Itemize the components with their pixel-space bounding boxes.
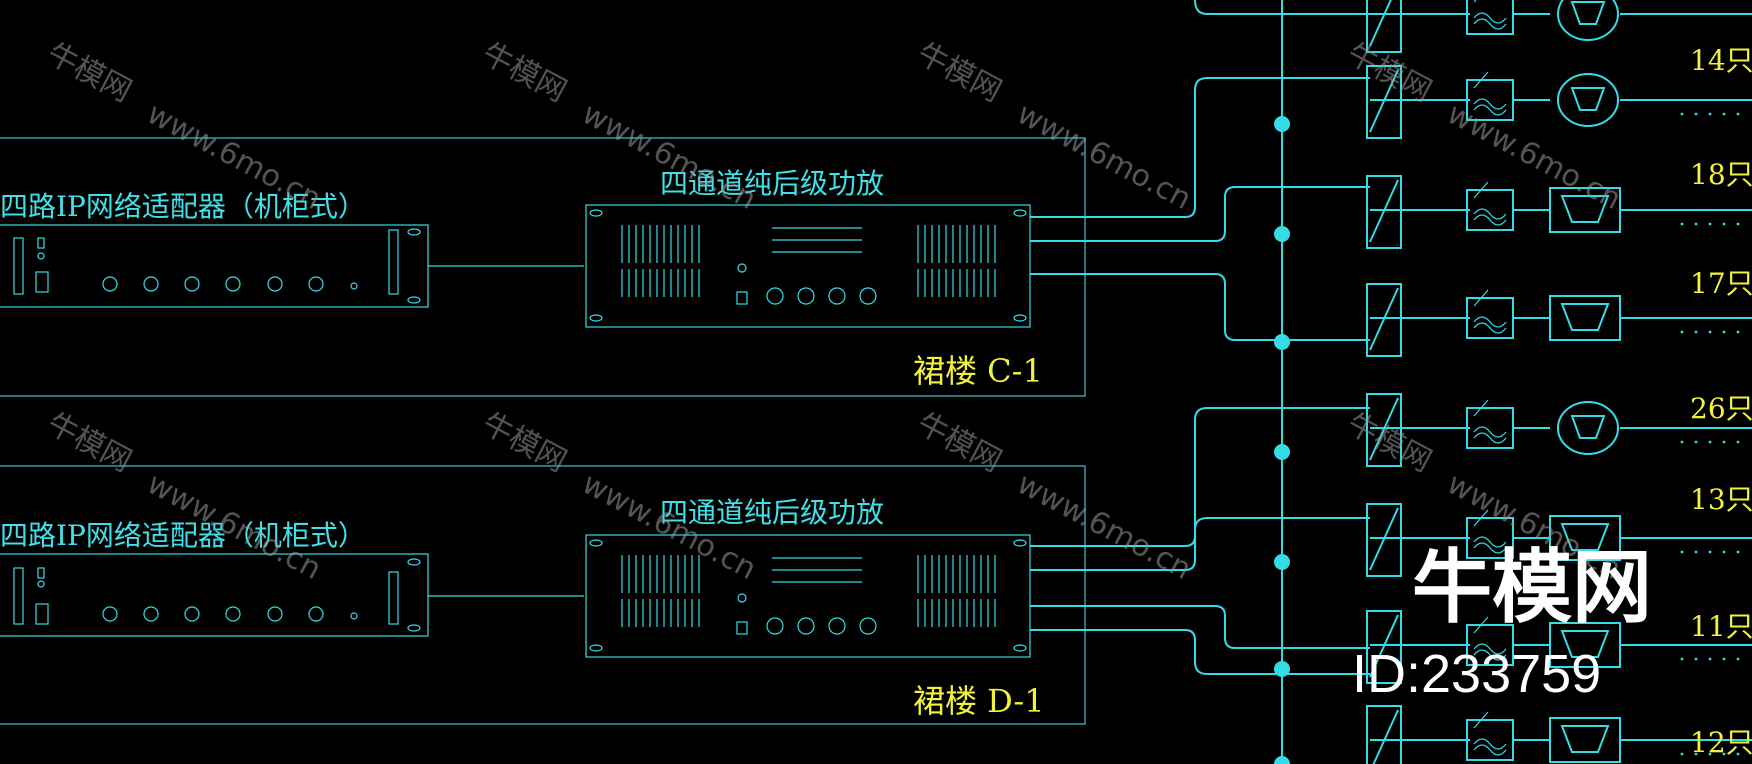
zone-frame-d1 xyxy=(0,465,1086,725)
watermark-url: www.6mo.cn xyxy=(1011,96,1197,217)
ip-adapter-c1 xyxy=(0,224,429,308)
amp-label-d1: 四通道纯后级功放 xyxy=(660,496,884,529)
speaker-channel xyxy=(1366,0,1752,53)
watermark-url: www.6mo.cn xyxy=(1441,96,1627,217)
watermark-text: 牛模网 xyxy=(476,36,572,109)
speaker-bus: 14只 18只 17只 26只 13只 11只 12只 xyxy=(1194,0,1752,764)
adapter-label-c1: 四路IP网络适配器（机柜式） xyxy=(0,190,366,223)
speaker-count-label: 17只 xyxy=(1690,267,1752,300)
power-amp-d1 xyxy=(585,534,1031,658)
watermark-id: ID:233759 xyxy=(1352,644,1601,704)
speaker-count-label: 18只 xyxy=(1690,158,1752,191)
speaker-count-label: 12只 xyxy=(1690,726,1752,759)
watermark-text: 牛模网 xyxy=(476,406,572,479)
watermark-text: 牛模网 xyxy=(41,36,137,109)
speaker-count-label: 14只 xyxy=(1690,44,1752,77)
adapter-label-d1: 四路IP网络适配器（机柜式） xyxy=(0,519,366,552)
watermark-text: 牛模网 xyxy=(1341,36,1437,109)
ip-adapter-d1 xyxy=(0,553,429,637)
speaker-channel xyxy=(1274,610,1752,684)
power-amp-c1 xyxy=(585,204,1031,328)
group-d1: 四路IP网络适配器（机柜式） 四通道纯后级功放 裙楼 D-1 xyxy=(0,407,1370,725)
speaker-channel xyxy=(1274,705,1752,764)
speaker-channel xyxy=(1274,175,1752,249)
zone-label-d1: 裙楼 D-1 xyxy=(913,682,1045,720)
speaker-channel xyxy=(1274,65,1752,139)
speaker-channel xyxy=(1274,503,1752,577)
watermark-url: www.6mo.cn xyxy=(1011,466,1197,587)
watermark-logo: 牛模网 xyxy=(1412,543,1652,632)
zone-frame-c1 xyxy=(0,137,1086,397)
group-c1: 四路IP网络适配器（机柜式） 四通道纯后级功放 xyxy=(0,77,1370,397)
speaker-channel xyxy=(1274,393,1752,467)
amp-label-c1: 四通道纯后级功放 xyxy=(660,167,884,200)
watermark-text: 牛模网 xyxy=(911,406,1007,479)
speaker-count-label: 13只 xyxy=(1690,483,1752,516)
speaker-count-label: 11只 xyxy=(1690,610,1752,643)
speaker-channel xyxy=(1274,283,1752,357)
watermark-text: 牛模网 xyxy=(41,406,137,479)
zone-label-c1: 裙楼 C-1 xyxy=(913,352,1043,390)
speaker-count-label: 26只 xyxy=(1690,392,1752,425)
watermark-text: 牛模网 xyxy=(911,36,1007,109)
